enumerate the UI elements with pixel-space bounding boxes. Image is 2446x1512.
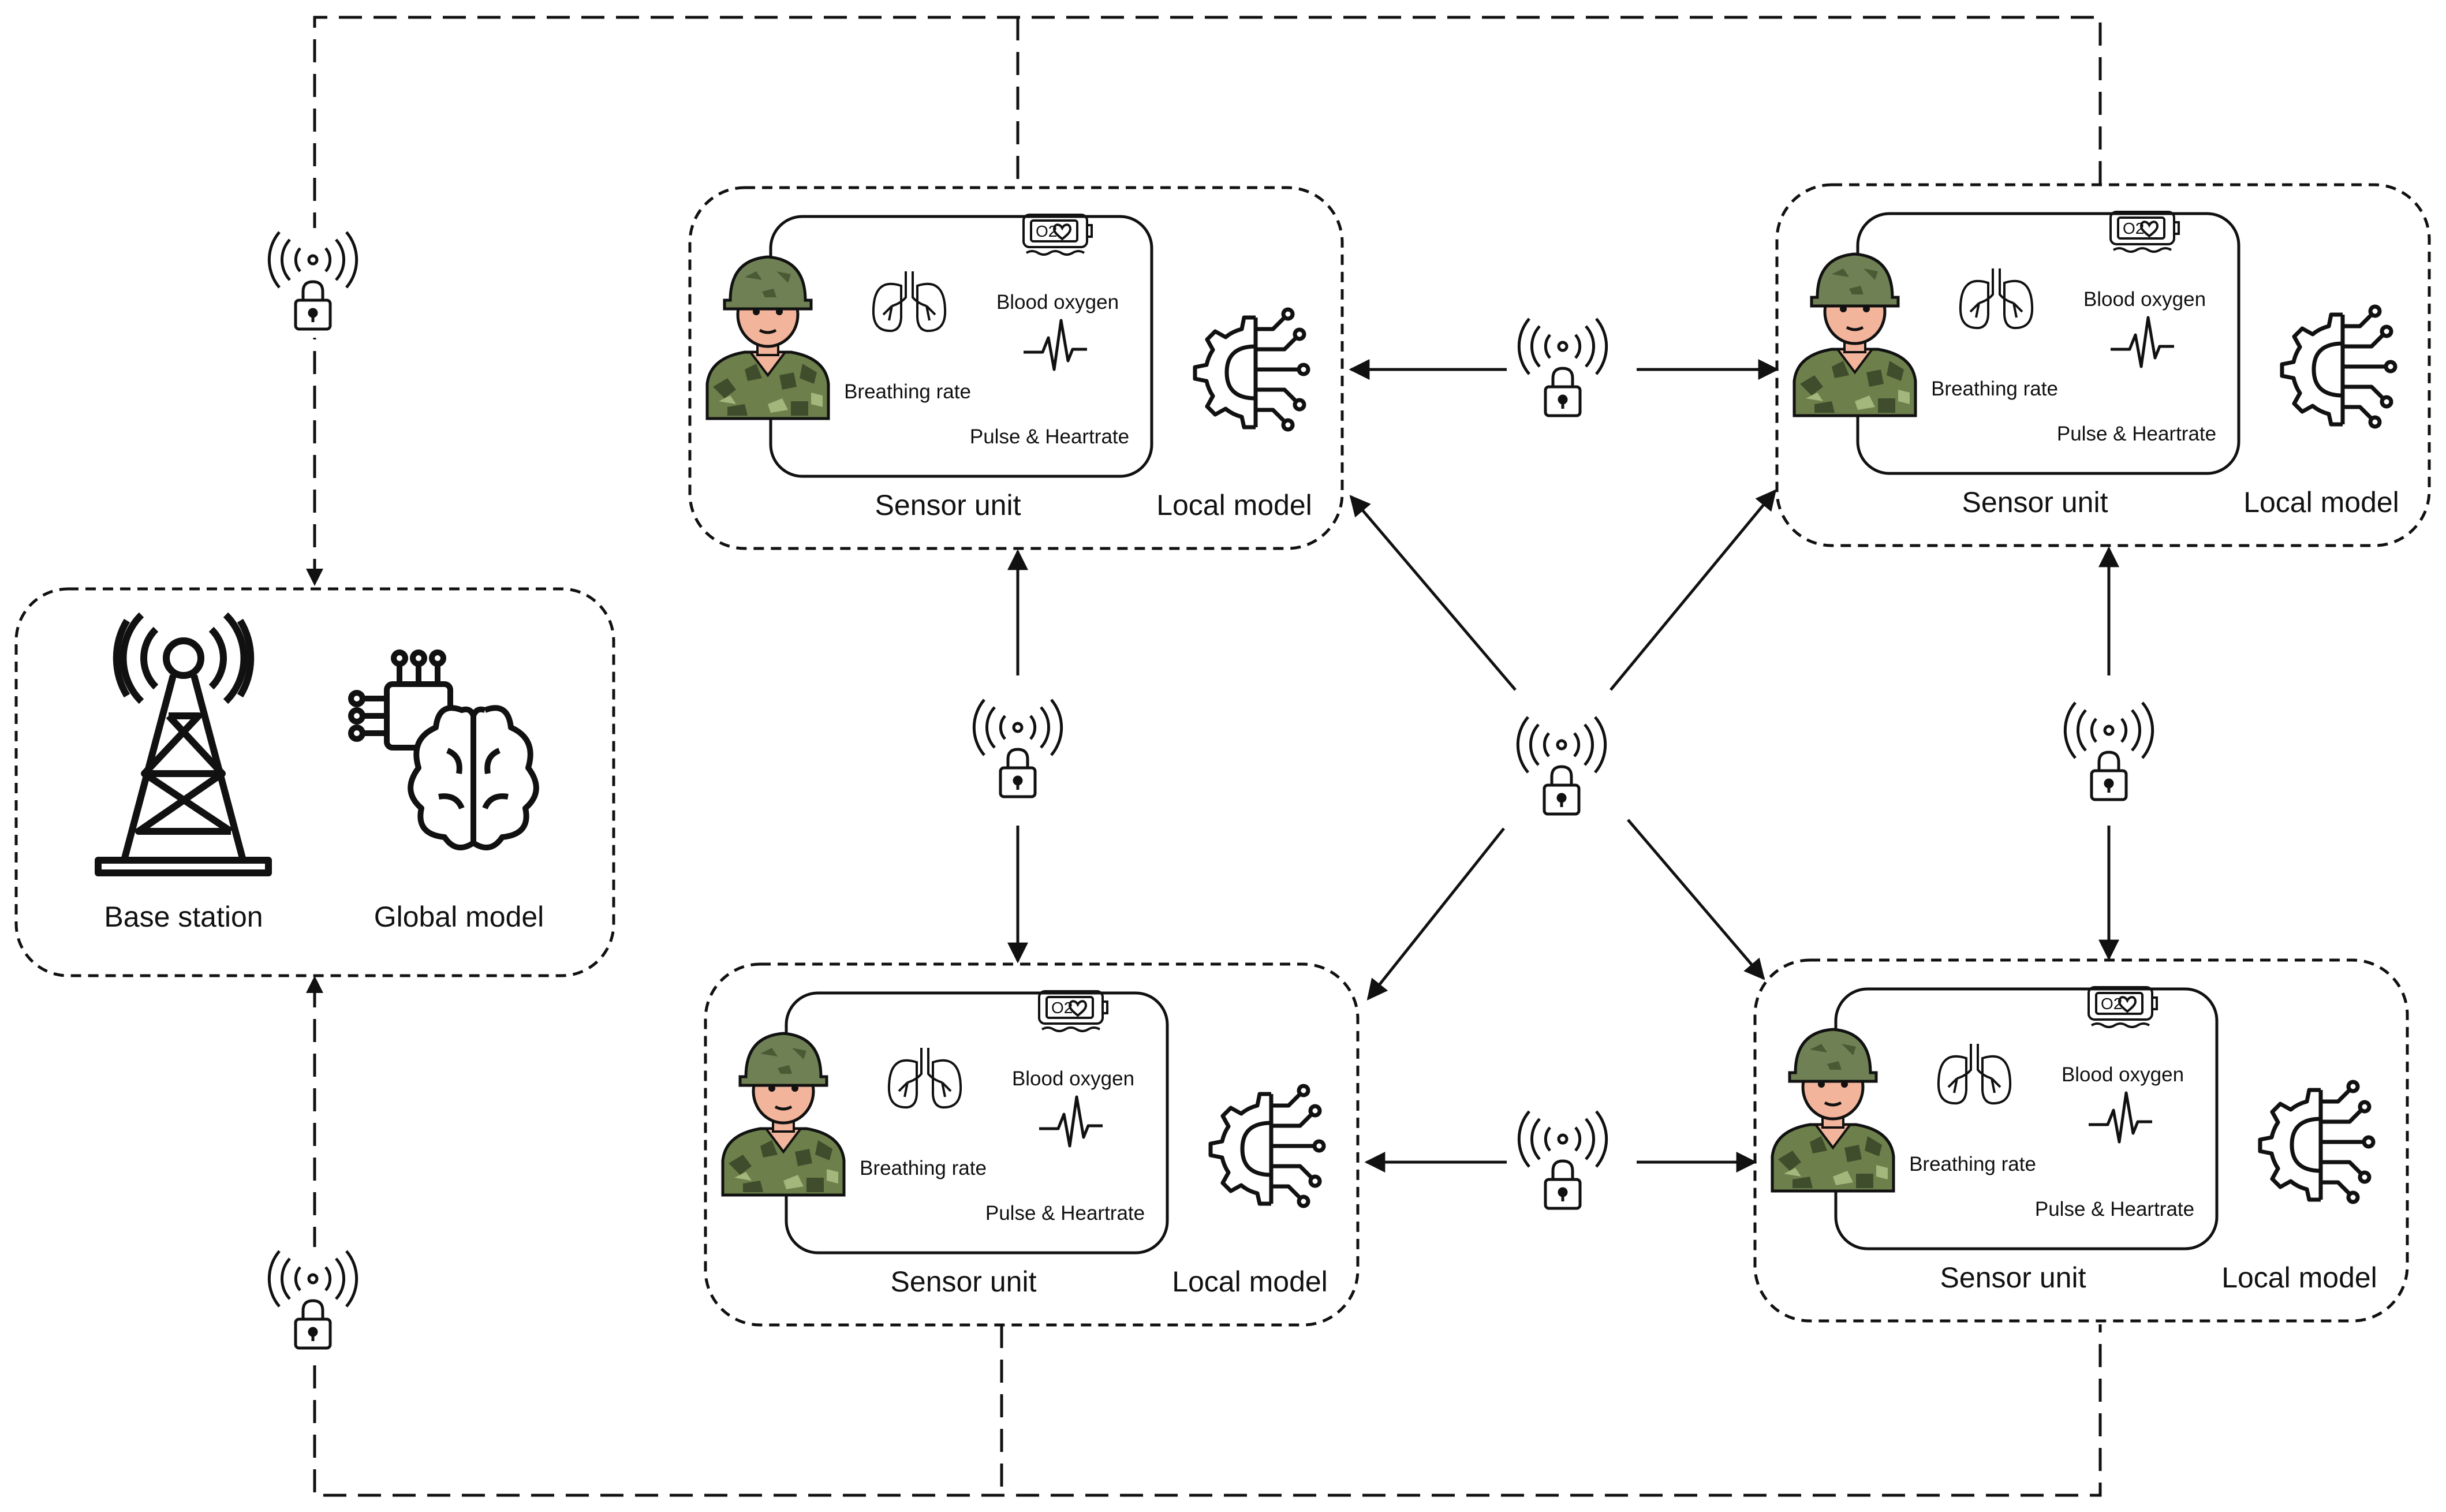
- node-top-left: Breathing rate Blood oxygen Pulse & Hear…: [688, 186, 1344, 550]
- base-station-label: Base station: [104, 901, 263, 933]
- ai-brain-chip-icon: [348, 649, 539, 850]
- pulse-heartrate-label: Pulse & Heartrate: [985, 1202, 1145, 1224]
- local-model-label: Local model: [2221, 1261, 2377, 1294]
- secure-wireless-icon: [1519, 1111, 1606, 1208]
- pulse-heartrate-label: Pulse & Heartrate: [2057, 423, 2216, 445]
- sensor-unit-label: Sensor unit: [1940, 1261, 2086, 1294]
- secure-wireless-icon: [2065, 703, 2152, 800]
- blood-oxygen-label: Blood oxygen: [1012, 1067, 1134, 1090]
- local-model-label: Local model: [1156, 489, 1312, 521]
- node-bottom-left: Breathing rate Blood oxygen Pulse & Hear…: [704, 962, 1360, 1327]
- sensor-unit-label: Sensor unit: [1962, 486, 2108, 518]
- node-top-right: Breathing rate Blood oxygen Pulse & Hear…: [1775, 183, 2431, 547]
- pulse-heartrate-label: Pulse & Heartrate: [2035, 1198, 2194, 1220]
- sensor-unit-label: Sensor unit: [875, 489, 1021, 521]
- local-model-label: Local model: [2243, 486, 2399, 518]
- breathing-rate-label: Breathing rate: [1909, 1153, 2036, 1175]
- breathing-rate-label: Breathing rate: [860, 1157, 987, 1179]
- secure-wireless-icon: [1518, 717, 1605, 814]
- pulse-heartrate-label: Pulse & Heartrate: [970, 425, 1129, 448]
- secure-wireless-icon: [1519, 319, 1606, 416]
- radio-tower-icon: [95, 612, 272, 876]
- blood-oxygen-label: Blood oxygen: [2083, 288, 2206, 311]
- local-model-label: Local model: [1172, 1265, 1328, 1298]
- base-station-box: Base station Global model: [14, 587, 615, 977]
- breathing-rate-label: Breathing rate: [844, 380, 971, 403]
- peer-links: [1007, 359, 2119, 1173]
- breathing-rate-label: Breathing rate: [1931, 378, 2058, 400]
- node-bottom-right: Breathing rate Blood oxygen Pulse & Hear…: [1753, 958, 2409, 1323]
- backbone-arrows: [306, 569, 323, 993]
- blood-oxygen-label: Blood oxygen: [2062, 1063, 2184, 1086]
- secure-wireless-icon: [974, 700, 1061, 797]
- blood-oxygen-label: Blood oxygen: [996, 291, 1119, 313]
- global-model-label: Global model: [374, 901, 544, 933]
- sensor-unit-label: Sensor unit: [891, 1265, 1037, 1298]
